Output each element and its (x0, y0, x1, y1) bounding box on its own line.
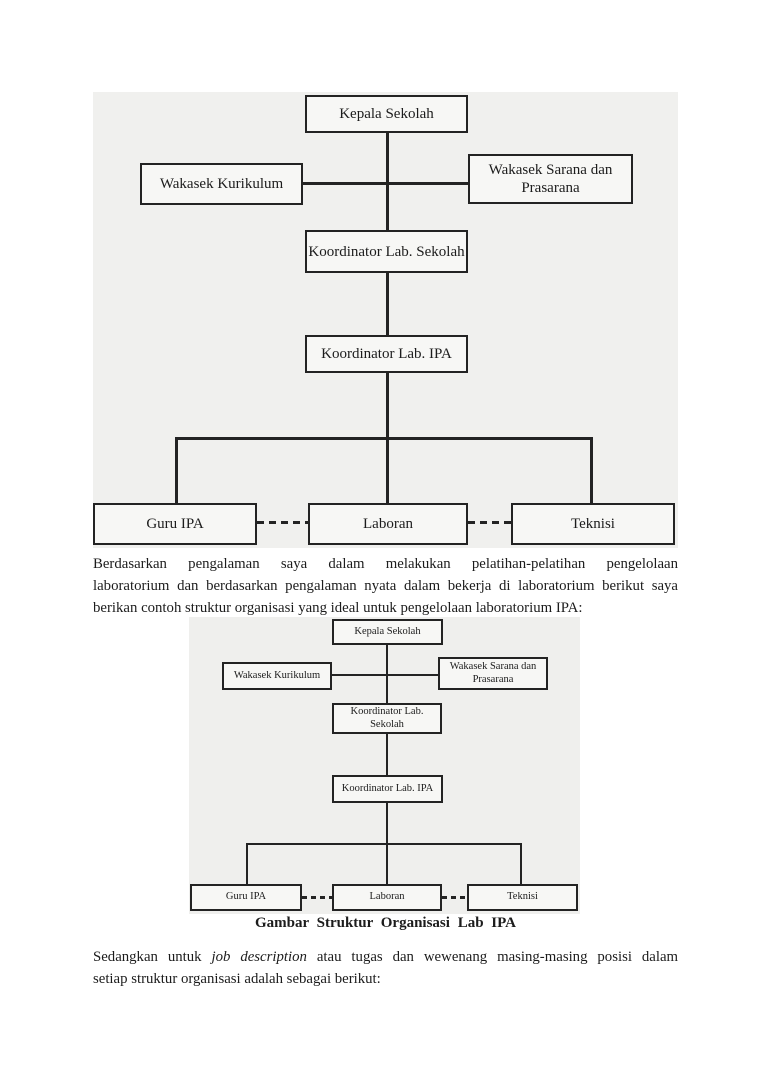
org-box-koordinator-lab-sekolah: Koordinator Lab. Sekolah (332, 703, 442, 734)
connector-line (386, 734, 388, 775)
org-box-wakasek-kurikulum: Wakasek Kurikulum (140, 163, 303, 205)
paragraph-closing: Sedangkan untuk job description atau tug… (93, 949, 678, 993)
paragraph-text-italic: job description (211, 949, 307, 965)
connector-line (386, 373, 389, 437)
connector-line (590, 437, 593, 503)
org-box-wakasek-sarana: Wakasek Sarana dan Prasarana (438, 657, 548, 690)
paragraph-intro: Berdasarkan pengalaman saya dalam melaku… (93, 556, 678, 622)
org-chart-figure-large: Kepala Sekolah Wakasek Kurikulum Wakasek… (93, 92, 678, 548)
org-box-wakasek-sarana: Wakasek Sarana dan Prasarana (468, 154, 633, 204)
paragraph-text: atau tugas dan wewenang masing-masing po… (316, 949, 678, 965)
paragraph-text: Sedangkan untuk (93, 949, 202, 965)
org-box-koordinator-lab-sekolah: Koordinator Lab. Sekolah (305, 230, 468, 273)
connector-line-dashed (442, 896, 467, 899)
connector-line-dashed (468, 521, 511, 524)
figure-caption: Gambar Struktur Organisasi Lab IPA (254, 915, 517, 931)
connector-line (246, 843, 248, 884)
org-box-kepala-sekolah: Kepala Sekolah (332, 619, 443, 645)
connector-line (386, 803, 388, 843)
paragraph-line: laboratorium dan berdasarkan pengalaman … (93, 578, 678, 594)
paragraph-line: Berdasarkan pengalaman saya dalam melaku… (93, 556, 678, 572)
connector-line (520, 843, 522, 884)
connector-line (386, 273, 389, 335)
connector-line (246, 843, 522, 845)
org-box-laboran: Laboran (308, 503, 468, 545)
paragraph-line: Sedangkan untuk job description atau tug… (93, 949, 678, 971)
org-box-koordinator-lab-ipa: Koordinator Lab. IPA (305, 335, 468, 373)
connector-line (175, 437, 593, 440)
connector-line (386, 133, 389, 230)
connector-line (332, 674, 438, 676)
connector-line-dashed (257, 521, 308, 524)
org-box-guru-ipa: Guru IPA (93, 503, 257, 545)
connector-line (386, 843, 388, 884)
connector-line-dashed (302, 896, 332, 899)
connector-line (175, 437, 178, 503)
connector-line (303, 182, 468, 185)
org-box-laboran: Laboran (332, 884, 442, 911)
org-box-koordinator-lab-ipa: Koordinator Lab. IPA (332, 775, 443, 803)
paragraph-line: setiap struktur organisasi adalah sebaga… (93, 971, 381, 987)
org-box-wakasek-kurikulum: Wakasek Kurikulum (222, 662, 332, 690)
connector-line (386, 437, 389, 503)
org-box-kepala-sekolah: Kepala Sekolah (305, 95, 468, 133)
org-box-guru-ipa: Guru IPA (190, 884, 302, 911)
paragraph-line: berikan contoh struktur organisasi yang … (93, 600, 583, 616)
org-box-teknisi: Teknisi (467, 884, 578, 911)
org-chart-figure-small: Kepala Sekolah Wakasek Kurikulum Wakasek… (189, 617, 580, 914)
org-box-teknisi: Teknisi (511, 503, 675, 545)
